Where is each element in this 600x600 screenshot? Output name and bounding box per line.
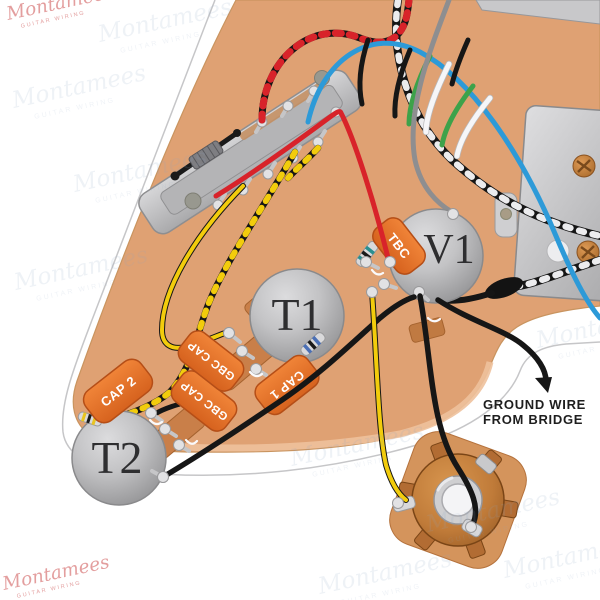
pot-lugs [145,208,459,483]
wire-black-v1-jack [417,293,479,527]
tone-pot-t2: T2 [71,410,167,506]
pickup-leads [357,37,494,160]
wire-gray [410,0,455,215]
wire-black-bridge-ground [435,297,549,384]
ground-wire-label: GROUND WIRE FROM BRIDGE [483,397,586,427]
hookup-wires-front [160,109,552,480]
resistor [300,332,326,356]
body-edge-sliver [475,0,600,25]
pot-label: T2 [91,432,142,483]
cap2-capacitor: CAP 2 [82,358,154,424]
selector-switch [138,69,362,235]
svg-text:GROUND WIRE: GROUND WIRE [483,397,586,412]
wire-black-t2-v1 [160,294,417,480]
pot-label: V1 [423,227,474,273]
jack-wires [157,256,479,533]
pot-label: T1 [271,289,322,340]
wire-red [213,109,393,265]
tbc-capacitor: TBC [372,217,426,275]
switch-lever [170,129,241,181]
plate-screw-icon [572,154,596,178]
plate-screw-icon [576,240,600,264]
svg-text:FROM BRIDGE: FROM BRIDGE [483,412,583,427]
pickup-wires [258,0,600,321]
tone-pot-t1: T1 [249,268,345,364]
ground-arrow-icon [535,377,552,393]
wire-blue [305,40,600,321]
switch-mount-hole [184,192,202,210]
